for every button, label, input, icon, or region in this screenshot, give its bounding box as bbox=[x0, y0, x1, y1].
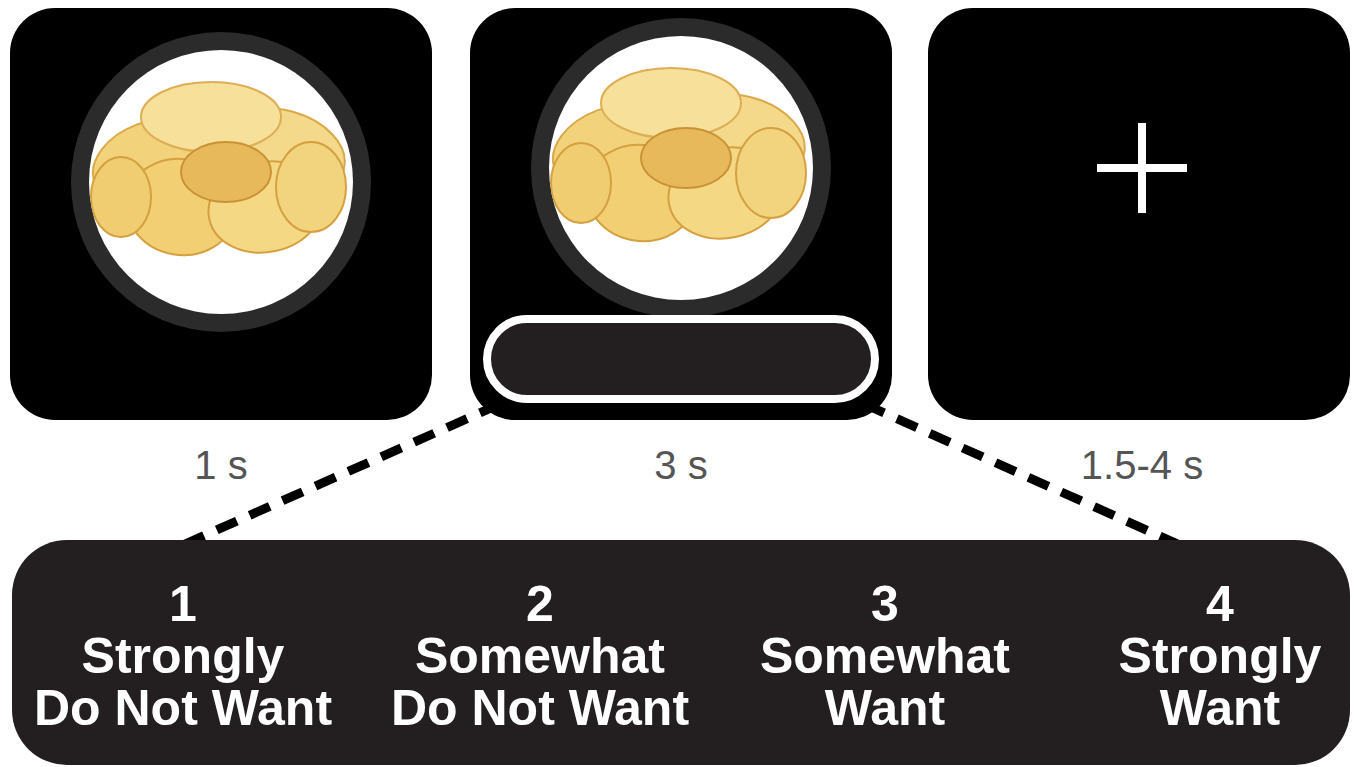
rating-panel bbox=[470, 8, 892, 420]
rating-number: 2 bbox=[526, 578, 554, 630]
rating-number: 4 bbox=[1206, 578, 1234, 630]
rating-number: 3 bbox=[871, 578, 899, 630]
rating-label: Somewhat Want bbox=[760, 630, 1010, 734]
chips-image bbox=[81, 82, 355, 264]
stimulus-panel bbox=[10, 8, 432, 420]
rating-scale-band: 1Strongly Do Not Want 2Somewhat Do Not Wa… bbox=[12, 540, 1350, 765]
zoom-leader bbox=[183, 404, 500, 545]
duration-label: 3 s bbox=[654, 443, 707, 487]
chips-image bbox=[541, 68, 815, 250]
image-ring bbox=[71, 32, 371, 332]
duration-label: 1 s bbox=[194, 443, 247, 487]
image-ring bbox=[531, 18, 831, 318]
rating-label: Strongly Do Not Want bbox=[34, 630, 332, 734]
fixation-panel bbox=[928, 8, 1350, 420]
response-bar bbox=[487, 319, 875, 399]
rating-label: Somewhat Do Not Want bbox=[391, 630, 689, 734]
rating-number: 1 bbox=[169, 578, 197, 630]
duration-label: 1.5-4 s bbox=[1081, 443, 1203, 487]
rating-label: Strongly Want bbox=[1119, 630, 1322, 734]
fixation-cross bbox=[1138, 123, 1146, 213]
